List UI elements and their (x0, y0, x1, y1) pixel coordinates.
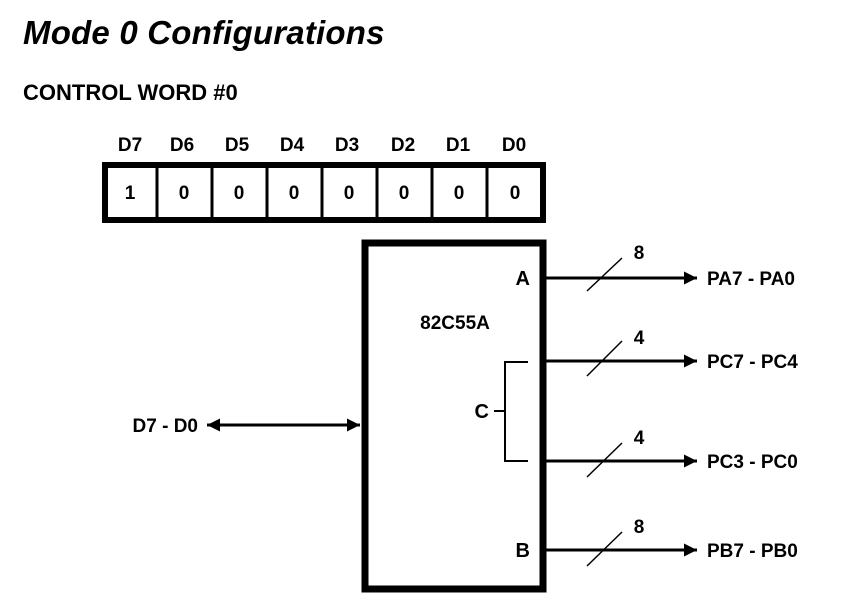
bit-labels: D7 D6 D5 D4 D3 D2 D1 D0 (118, 135, 526, 156)
bit-value: 0 (234, 183, 245, 204)
chip-outline (361, 239, 547, 593)
bit-value: 0 (179, 183, 190, 204)
output-bus-c-upper: 4 PC7 - PC4 (546, 328, 798, 377)
output-label: PC7 - PC4 (707, 352, 798, 373)
bus-width: 4 (634, 428, 645, 449)
bit-label: D6 (170, 135, 194, 156)
chip-82c55a: 82C55A A B C (361, 239, 547, 593)
bit-value: 0 (289, 183, 300, 204)
output-bus-b: 8 PB7 - PB0 (546, 517, 798, 567)
data-bus: D7 - D0 (133, 416, 360, 437)
bit-label: D4 (280, 135, 305, 156)
bus-width-slash (586, 340, 623, 377)
control-word-heading: CONTROL WORD #0 (23, 80, 238, 105)
bit-value: 0 (344, 183, 355, 204)
bus-width: 8 (634, 243, 645, 264)
output-bus-a: 8 PA7 - PA0 (546, 243, 795, 292)
data-bus-label: D7 - D0 (133, 416, 198, 437)
bus-width: 8 (634, 517, 645, 538)
bit-label: D1 (446, 135, 471, 156)
bus-width-slash (586, 531, 623, 567)
bit-label: D7 (118, 135, 142, 156)
page-title: Mode 0 Configurations (23, 14, 385, 51)
bus-width-slash (586, 257, 623, 292)
bit-value: 0 (510, 183, 521, 204)
output-label: PA7 - PA0 (707, 269, 795, 290)
bit-label: D0 (502, 135, 526, 156)
bit-label: D2 (391, 135, 415, 156)
bit-value: 0 (454, 183, 465, 204)
port-c-label: C (475, 401, 489, 423)
bit-value: 0 (399, 183, 410, 204)
port-a-label: A (516, 268, 530, 290)
port-b-label: B (516, 540, 530, 562)
bit-label: D5 (225, 135, 250, 156)
bus-width-slash (586, 442, 623, 478)
chip-name: 82C55A (420, 313, 490, 334)
bit-label: D3 (335, 135, 359, 156)
bus-width: 4 (634, 328, 645, 349)
register-frame (102, 162, 546, 223)
output-label: PB7 - PB0 (707, 541, 798, 562)
output-label: PC3 - PC0 (707, 452, 798, 473)
control-word-register: 1 0 0 0 0 0 0 0 (102, 162, 546, 223)
output-bus-c-lower: 4 PC3 - PC0 (546, 428, 798, 478)
bit-value: 1 (125, 183, 136, 204)
